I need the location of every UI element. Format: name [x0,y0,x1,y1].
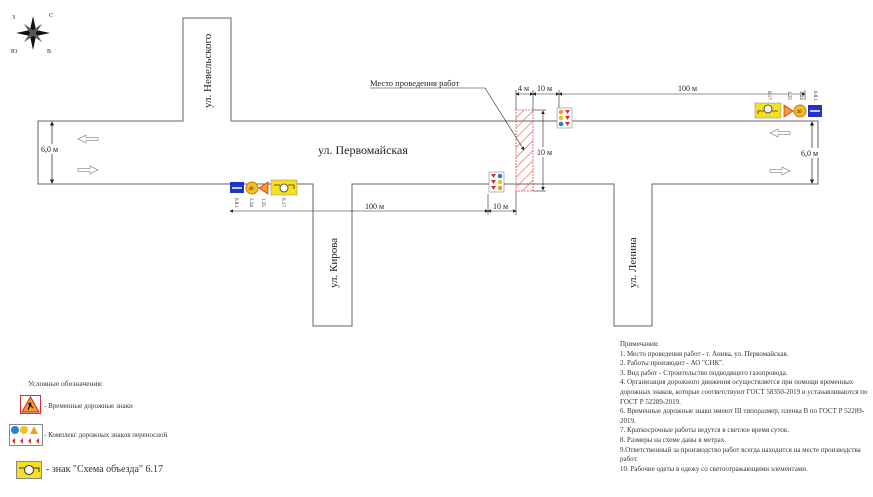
compass-letter-north: C [49,13,53,19]
svg-text:6,0 м: 6,0 м [41,145,58,154]
compass-letter-west: З [12,15,15,21]
note-item: 1. Место проведения работ - г. Анива, ул… [620,349,789,358]
roadwork-sign-icon [20,395,41,414]
notes-block: Примечания: 1. Место проведения работ - … [620,340,870,474]
svg-text:3.24: 3.24 [798,91,803,100]
svg-text:6.17: 6.17 [280,198,285,207]
road-outline [37,17,819,327]
notes-title: Примечания: [620,340,659,348]
dim-100m-bottom: 100 м [365,202,384,211]
legend-item-label: - Комплекс дорожных знаков переносной [44,431,168,439]
svg-text:1.25: 1.25 [786,91,791,100]
legend-title: Условные обозначения: [28,379,104,388]
svg-text:6,0 м: 6,0 м [801,149,818,158]
street-label-lenina: ул. Ленина [627,237,639,288]
note-item: 6. Временные дорожные знаки имеют III ти… [620,407,865,425]
speed-limit-sign-icon [245,181,259,195]
street-label-nevelskogo: ул. Невельского [202,33,214,108]
portable-sign-set-icon [556,107,573,129]
svg-text:40: 40 [249,187,255,192]
dimension-width-left: 6,0 м [40,121,66,184]
portable-sign-set-icon [488,171,505,193]
dim-zone-length: 10 м [537,148,552,157]
note-item: 2. Работы производит - АО "СНК". [620,359,724,368]
note-item: 9.Ответственный за производство работ вс… [620,445,861,464]
compass-letter-south: Ю [11,49,17,55]
traffic-direction-arrows [77,128,791,176]
dim-10m-top: 10 м [537,84,552,93]
svg-text:3.24: 3.24 [248,198,253,207]
legend-item-label: - Временные дорожные знаки [44,402,133,410]
svg-text:6.8.1: 6.8.1 [233,198,238,209]
roadwork-sign-icon [258,181,269,195]
svg-text:40: 40 [797,110,803,115]
dimension-width-right: 6,0 м [800,121,826,184]
arrow-left-icon [769,128,791,138]
note-item: 4. Организация дорожного движения осущес… [620,378,868,406]
svg-text:6.8.1: 6.8.1 [812,91,817,102]
note-item: 10. Рабочие одеты в одежу со светоотража… [620,464,808,473]
speed-limit-sign-icon [793,104,807,118]
street-label-kirova: ул. Кирова [328,238,340,288]
dim-10m-bottom: 10 м [493,202,508,211]
work-zone-area [515,109,534,192]
note-item: 7. Краткосрочные работы ведутся в светло… [620,426,790,435]
svg-text:6.17: 6.17 [766,91,771,100]
dim-4m: 4 м [518,84,529,93]
svg-text:1.25: 1.25 [260,198,265,207]
work-zone-label: Место проведения работ [370,78,460,88]
arrow-right-icon [77,165,99,175]
arrow-right-icon [769,166,791,176]
work-zone-callout: Место проведения работ [370,78,525,151]
sign-group-left: 40 6.8.1 3.24 1.25 6.17 [230,179,298,209]
note-item: 3. Вид работ - Строительство подводящего… [620,368,788,377]
legend-item-label: - знак "Схема объезда" 6.17 [46,464,164,475]
street-label-main: ул. Первомайская [318,143,408,157]
portable-sign-set-icon [9,424,43,446]
compass-letter-east: В [47,49,51,55]
dimension-bottom [229,191,517,215]
sign-group-right: 40 6.17 1.25 3.24 6.8.1 [754,91,822,119]
compass-rose-icon: C В З Ю [11,13,53,55]
roadwork-sign-icon [783,104,794,118]
dim-100m-top: 100 м [678,84,697,93]
arrow-left-icon [77,134,99,144]
note-item: 8. Размеры на схеме даны в метрах. [620,435,726,444]
detour-scheme-sign-icon [16,461,42,479]
